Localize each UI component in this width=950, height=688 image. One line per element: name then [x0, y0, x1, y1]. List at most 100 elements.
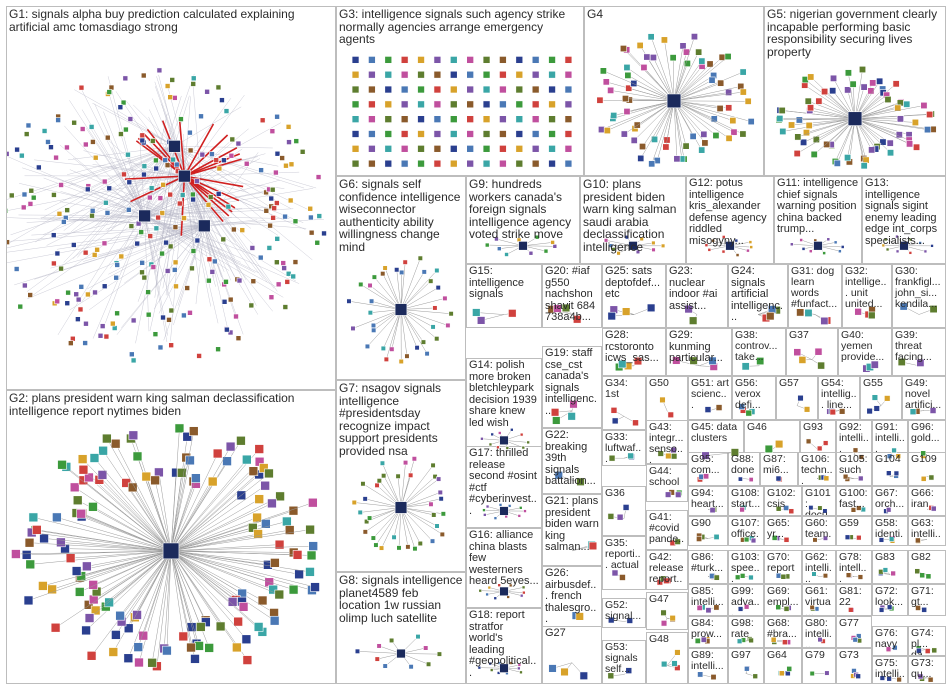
- node[interactable]: [660, 609, 667, 616]
- node[interactable]: [172, 224, 179, 230]
- node[interactable]: [477, 665, 482, 670]
- node[interactable]: [499, 70, 507, 79]
- node[interactable]: [895, 234, 899, 239]
- node[interactable]: [433, 56, 442, 64]
- node[interactable]: [206, 256, 213, 263]
- node[interactable]: [68, 340, 74, 346]
- node[interactable]: [708, 76, 716, 84]
- node[interactable]: [739, 506, 745, 513]
- node[interactable]: [639, 236, 644, 242]
- node[interactable]: [207, 476, 218, 487]
- node[interactable]: [395, 473, 401, 479]
- node[interactable]: [858, 66, 867, 74]
- node[interactable]: [619, 574, 626, 581]
- node[interactable]: [488, 442, 493, 447]
- node[interactable]: [640, 63, 648, 71]
- node[interactable]: [51, 260, 57, 267]
- node[interactable]: [429, 538, 436, 544]
- node[interactable]: [181, 312, 187, 319]
- node[interactable]: [239, 227, 246, 233]
- node[interactable]: [829, 87, 837, 95]
- node[interactable]: [428, 278, 434, 284]
- node[interactable]: [367, 310, 373, 316]
- node[interactable]: [928, 474, 935, 481]
- node[interactable]: [659, 396, 666, 404]
- node[interactable]: [508, 583, 513, 588]
- node[interactable]: [531, 85, 540, 94]
- node[interactable]: [120, 99, 127, 106]
- node[interactable]: [646, 303, 656, 313]
- node[interactable]: [65, 289, 71, 296]
- node[interactable]: [229, 136, 236, 143]
- node[interactable]: [30, 194, 37, 201]
- node[interactable]: [930, 244, 934, 248]
- node[interactable]: [184, 285, 190, 291]
- node[interactable]: [106, 185, 113, 192]
- node[interactable]: [383, 356, 389, 362]
- node[interactable]: [621, 307, 631, 316]
- node[interactable]: [531, 56, 540, 64]
- node[interactable]: [817, 637, 823, 643]
- node[interactable]: [725, 134, 733, 142]
- node[interactable]: [744, 97, 752, 105]
- node[interactable]: [466, 159, 474, 168]
- node[interactable]: [168, 342, 174, 348]
- node[interactable]: [888, 536, 895, 542]
- node[interactable]: [493, 516, 498, 520]
- node[interactable]: [54, 298, 61, 305]
- node[interactable]: [417, 100, 425, 109]
- node[interactable]: [433, 70, 442, 79]
- node[interactable]: [499, 100, 507, 109]
- node[interactable]: [596, 96, 604, 104]
- node[interactable]: [648, 160, 656, 168]
- node[interactable]: [147, 194, 153, 201]
- node[interactable]: [198, 113, 204, 120]
- node[interactable]: [607, 513, 615, 520]
- node[interactable]: [664, 491, 672, 498]
- node[interactable]: [497, 583, 501, 587]
- node[interactable]: [367, 515, 373, 521]
- node[interactable]: [809, 604, 815, 610]
- node[interactable]: [106, 89, 113, 95]
- node[interactable]: [232, 642, 242, 653]
- node[interactable]: [164, 162, 171, 169]
- node[interactable]: [82, 340, 88, 346]
- node[interactable]: [433, 159, 442, 168]
- node[interactable]: [47, 584, 57, 595]
- node[interactable]: [848, 607, 854, 613]
- node[interactable]: [776, 115, 784, 123]
- node[interactable]: [896, 115, 904, 123]
- node[interactable]: [705, 607, 712, 614]
- node[interactable]: [484, 242, 490, 248]
- node[interactable]: [400, 159, 409, 168]
- node[interactable]: [310, 582, 320, 592]
- node[interactable]: [856, 534, 862, 541]
- node[interactable]: [743, 604, 750, 610]
- node[interactable]: [671, 660, 678, 667]
- node[interactable]: [71, 119, 77, 126]
- node[interactable]: [775, 439, 784, 449]
- node[interactable]: [860, 162, 868, 170]
- node[interactable]: [715, 404, 723, 411]
- node[interactable]: [925, 573, 932, 580]
- node[interactable]: [417, 159, 425, 168]
- node[interactable]: [381, 473, 387, 479]
- node[interactable]: [97, 470, 108, 480]
- node[interactable]: [274, 236, 281, 242]
- node[interactable]: [814, 347, 823, 356]
- node[interactable]: [315, 174, 322, 180]
- node[interactable]: [305, 567, 315, 577]
- node[interactable]: [190, 248, 197, 254]
- node[interactable]: [882, 567, 889, 573]
- node[interactable]: [616, 251, 621, 256]
- node[interactable]: [408, 472, 414, 478]
- node[interactable]: [663, 577, 670, 584]
- node[interactable]: [478, 588, 482, 593]
- node[interactable]: [661, 660, 668, 668]
- node[interactable]: [126, 179, 133, 186]
- node[interactable]: [13, 266, 20, 272]
- node[interactable]: [360, 481, 366, 487]
- node[interactable]: [480, 437, 484, 441]
- node[interactable]: [518, 241, 528, 251]
- node[interactable]: [871, 394, 879, 401]
